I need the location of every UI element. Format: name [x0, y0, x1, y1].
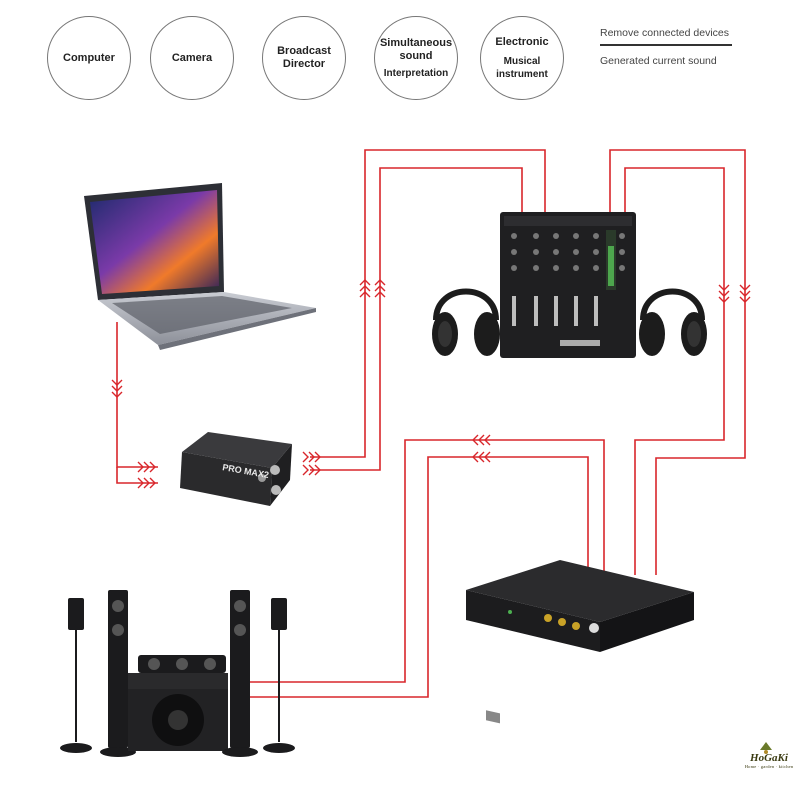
legend-generated-sound: Generated current sound: [600, 54, 717, 67]
brand-logo-icon: [760, 742, 772, 754]
category-label: instrument: [496, 68, 548, 80]
headphone-left: [432, 288, 500, 356]
category-electronic-instrument: Electronic Musical instrument: [480, 16, 564, 100]
legend: Remove connected devices Generated curre…: [600, 28, 732, 67]
brand-tagline: Home · garden · kitchen: [744, 764, 794, 769]
category-label: Camera: [171, 51, 213, 64]
di-box: PRO MAX2: [180, 432, 292, 506]
category-label: Simultaneous: [379, 36, 453, 49]
category-label: Director: [282, 58, 326, 70]
signal-wires: [116, 149, 746, 698]
brand-name: HoGaKi: [750, 752, 788, 764]
category-label: Musical: [503, 55, 541, 67]
legend-divider: [600, 44, 732, 46]
laptop: [84, 183, 316, 350]
headphone-right: [639, 288, 707, 356]
category-label: Broadcast: [277, 45, 331, 57]
category-label: Electronic: [495, 35, 549, 48]
audio-interface: [466, 560, 694, 724]
category-computer: Computer: [47, 16, 131, 100]
category-label: sound: [399, 49, 433, 62]
category-simultaneous-interpretation: Simultaneous sound Interpretation: [374, 16, 458, 100]
category-label: Computer: [63, 51, 115, 64]
dj-mixer: [500, 212, 636, 358]
signal-arrows: [111, 279, 751, 489]
category-label: Interpretation: [383, 67, 449, 79]
category-broadcast-director: Broadcast Director: [262, 16, 346, 100]
legend-remove-connected: Remove connected devices: [600, 27, 729, 39]
brand: HoGaKi Home · garden · kitchen: [740, 752, 798, 769]
home-theater-speakers: [60, 590, 295, 757]
category-camera: Camera: [150, 16, 234, 100]
